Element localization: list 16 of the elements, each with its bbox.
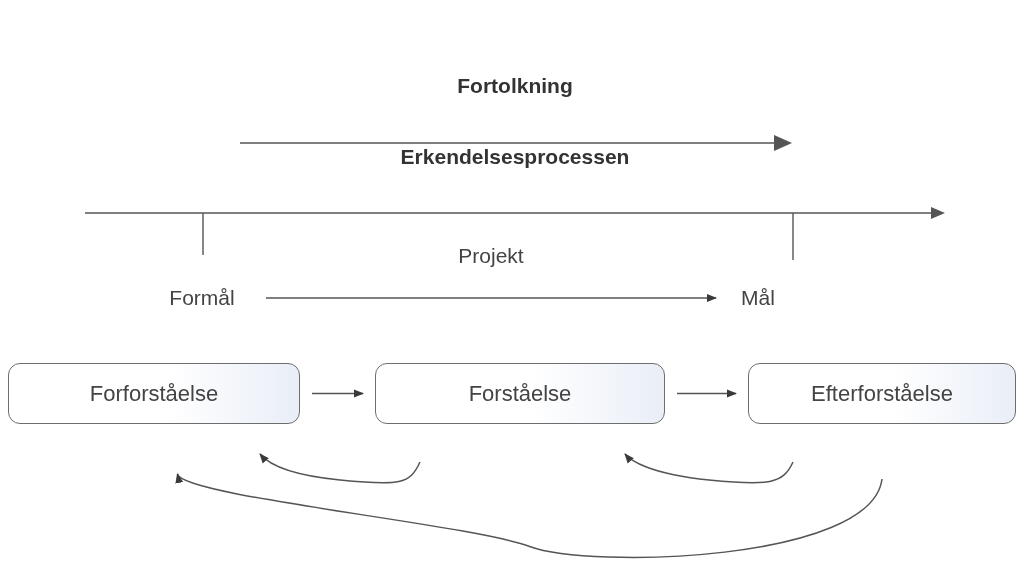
box-label: Forforståelse bbox=[89, 380, 219, 407]
arrow bbox=[176, 473, 883, 559]
arrow bbox=[259, 453, 421, 484]
process-box bbox=[375, 363, 665, 424]
arrow bbox=[265, 294, 717, 302]
process-box bbox=[8, 363, 300, 424]
stage-label: Mål bbox=[741, 286, 775, 310]
box-label: Efterforståelse bbox=[811, 380, 953, 407]
arrow bbox=[624, 453, 794, 484]
box-label: Forståelse bbox=[468, 380, 572, 407]
stage-label: Formål bbox=[169, 286, 235, 310]
process-box bbox=[748, 363, 1016, 424]
heading: Fortolkning bbox=[457, 74, 573, 98]
arrow bbox=[676, 389, 737, 398]
arrow bbox=[311, 389, 364, 398]
heading: Erkendelsesprocessen bbox=[400, 145, 630, 169]
